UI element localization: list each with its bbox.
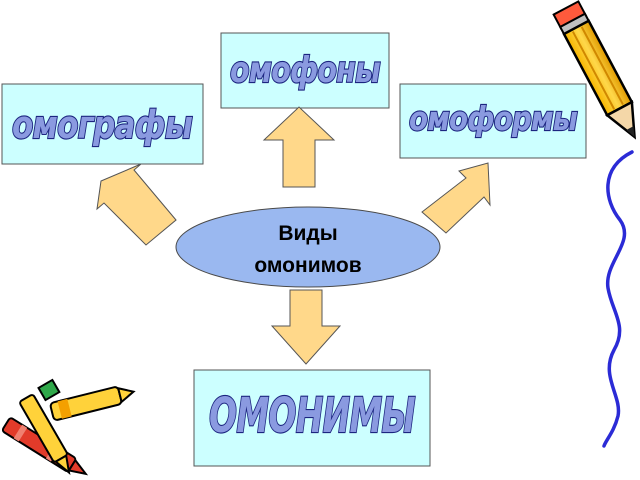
arrow-to-omografy (96, 163, 177, 246)
center-title-line1: Виды (278, 222, 337, 245)
label-omofony: омофоны (230, 50, 380, 91)
pencil-icon (552, 0, 637, 140)
box-omoformy: омоформы (399, 83, 587, 159)
arrow-to-omoformy (421, 162, 491, 234)
center-title-line2: омонимов (254, 254, 361, 277)
crayons-icon (1, 378, 136, 476)
box-omofony: омофоны (220, 32, 390, 109)
squiggle-line (602, 150, 634, 448)
label-omonimy: ОМОНИМЫ (209, 388, 415, 444)
box-omonimy: ОМОНИМЫ (193, 369, 431, 467)
label-omografy: омографы (12, 103, 193, 147)
center-ellipse: Виды омонимов (175, 206, 441, 288)
arrow-to-omofony (262, 106, 336, 188)
label-omoformy: омоформы (409, 99, 577, 138)
arrow-to-omonimy (270, 289, 342, 365)
box-omografy: омографы (1, 83, 204, 165)
